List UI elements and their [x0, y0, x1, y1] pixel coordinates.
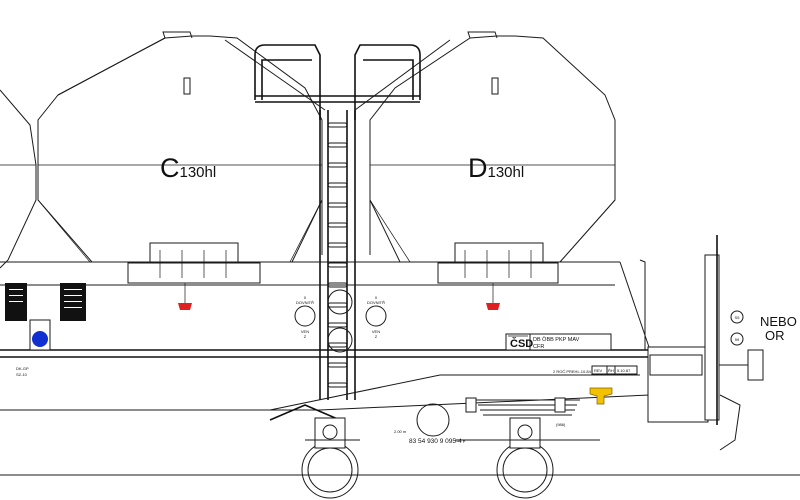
- ladder-rung: [327, 182, 348, 188]
- blue-disc-icon: [32, 331, 48, 347]
- wagon-end-buffers: [639, 235, 764, 451]
- revision-box-3: 5.10.87: [617, 368, 631, 373]
- circle-mark-59-text: 59: [735, 337, 740, 342]
- manhole-right: [365, 305, 387, 327]
- hopper-c: [37, 31, 323, 310]
- left-placards: [5, 283, 86, 351]
- left-marking-2: SZ-10: [16, 372, 28, 377]
- ladder-rung: [327, 222, 348, 228]
- ladder-rung: [327, 122, 348, 128]
- hopper-d: [369, 31, 616, 310]
- discharge-lamp-c: [178, 303, 192, 310]
- revision-boxes: [591, 365, 638, 375]
- manhole-left-line2: VEN: [301, 329, 309, 334]
- ladder-rung: [327, 322, 348, 328]
- circle-mark-59: [730, 332, 744, 346]
- or-label: OR: [765, 328, 785, 343]
- operator-panel: [505, 333, 612, 351]
- ladder-rung: [327, 142, 348, 148]
- manhole-left-top: 0: [304, 295, 307, 300]
- yellow-valve-icon: [589, 387, 613, 405]
- operator-code: ČSD: [510, 337, 533, 350]
- operator-railways-2: CFR: [533, 344, 544, 350]
- dimension-label: 2.00 m: [394, 429, 407, 434]
- left-marking-1: DK-GP: [16, 366, 29, 371]
- revision-box-2: ŘH: [608, 368, 614, 373]
- ladder-rung: [327, 302, 348, 308]
- ladder-rung: [327, 362, 348, 368]
- revision-box-1: REV: [594, 368, 603, 373]
- ladder-rung: [327, 342, 348, 348]
- circle-mark-s5: [730, 310, 744, 324]
- ladder-rung: [327, 382, 348, 388]
- ladder-rung: [327, 162, 348, 168]
- top-platform: [224, 39, 451, 255]
- manhole-left: [294, 305, 316, 327]
- ladder-rung: [327, 262, 348, 268]
- circle-mark-s5-text: S5: [735, 315, 741, 320]
- compartment-d-label: D130hl: [468, 153, 524, 183]
- manhole-right-line2: VEN: [372, 329, 380, 334]
- manhole-right-line1: DOVNITŘ: [367, 300, 385, 305]
- discharge-lamp-d: [486, 303, 500, 310]
- nebo-label: NEBO: [760, 314, 797, 329]
- ladder: [319, 110, 356, 400]
- center-plate: [416, 403, 450, 437]
- manhole-left-line1: DOVNITŘ: [296, 300, 314, 305]
- ladder-rung: [327, 202, 348, 208]
- revision-label: 2 ROČ.PREHL.10.84: [553, 369, 592, 374]
- manhole-right-bottom: Z: [375, 334, 378, 339]
- bogie-right: [455, 399, 600, 499]
- left-hopper-partial: [0, 89, 37, 269]
- ladder-rung: [327, 242, 348, 248]
- bogie-left: [269, 404, 360, 499]
- manhole-right-top: 0: [375, 295, 378, 300]
- manhole-left-bottom: Z: [304, 334, 307, 339]
- operator-railways-1: DB ÖBB PKP MAV: [533, 336, 580, 343]
- wagon-number: 83 54 930 9 095-4P: [409, 438, 466, 445]
- compartment-c-label: C130hl: [160, 153, 216, 183]
- spring-label: (986): [556, 422, 566, 427]
